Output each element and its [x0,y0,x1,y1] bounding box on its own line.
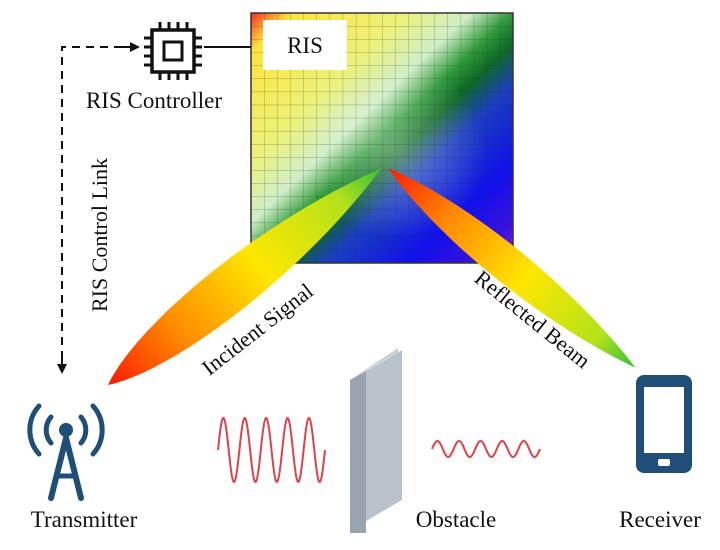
reflected-beam [388,168,636,368]
ris-control-link-label: RIS Control Link [87,158,112,312]
ris-label-box: RIS [263,20,347,70]
transmitter-label: Transmitter [31,507,138,532]
incident-waveform [217,416,326,484]
attenuated-waveform [431,439,541,459]
ris-controller-label: RIS Controller [86,88,222,113]
chip-icon [144,22,202,80]
obstacle [350,348,402,533]
incident-beam [108,168,382,385]
ris-control-link [57,42,140,374]
obstacle-label: Obstacle [416,507,496,532]
smartphone-icon [636,375,692,473]
ris-label: RIS [287,33,323,58]
receiver-label: Receiver [619,507,701,532]
antenna-tower-icon [27,403,105,501]
